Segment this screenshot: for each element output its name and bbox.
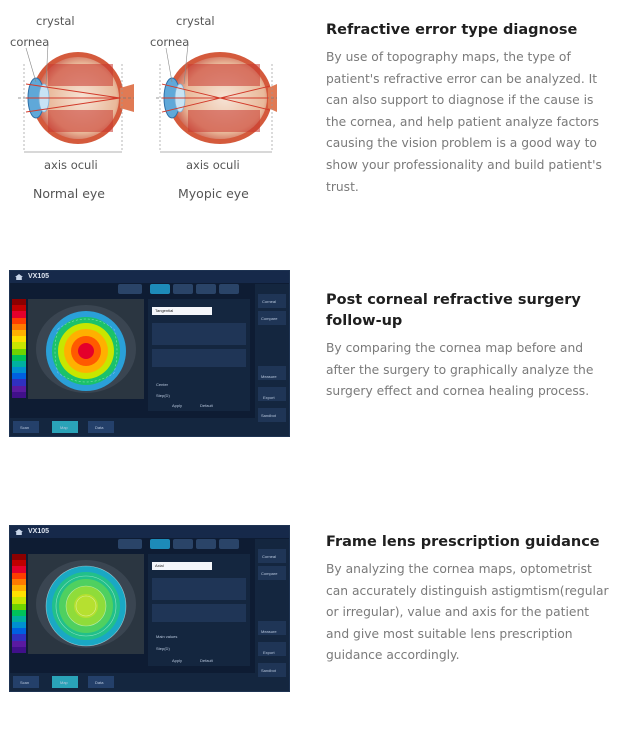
corneal-button[interactable]: Corneal bbox=[262, 299, 277, 304]
axial-map-graphic bbox=[28, 554, 144, 654]
section1-heading: Refractive error type diagnose bbox=[326, 22, 578, 38]
section1-text: Refractive error type diagnose By use of… bbox=[326, 20, 616, 198]
compare-button[interactable]: Compare bbox=[261, 316, 278, 321]
color-scale bbox=[12, 299, 26, 398]
device-titlebar: VX105 bbox=[10, 271, 289, 283]
myopic-eye-figure: crystal cornea axis oculi bbox=[148, 10, 278, 201]
corneal-map[interactable] bbox=[28, 299, 144, 399]
device-titlebar: VX105 bbox=[10, 526, 289, 538]
device-logo: VX105 bbox=[28, 273, 50, 280]
measure-button[interactable]: Measure bbox=[261, 374, 277, 379]
export-button[interactable]: Export bbox=[263, 650, 275, 655]
section-refractive-error: crystal cornea axis oculi bbox=[0, 0, 632, 210]
default-button[interactable]: Default bbox=[200, 658, 213, 663]
data-button[interactable]: Data bbox=[95, 680, 104, 685]
crystal-label: crystal bbox=[36, 14, 75, 28]
map-settings-panel: Axial Main values Step(D) Apply Default bbox=[148, 554, 250, 666]
tab-3[interactable] bbox=[196, 539, 216, 549]
home-icon bbox=[15, 529, 23, 535]
compare-button[interactable]: Compare bbox=[261, 571, 278, 576]
data-button[interactable]: Data bbox=[95, 425, 104, 430]
normal-eye-figure: crystal cornea axis oculi bbox=[8, 10, 138, 201]
home-icon bbox=[15, 274, 23, 280]
map-settings-panel: Tangential Center Step(D) Apply Default bbox=[148, 299, 250, 411]
sandbot-button[interactable]: Sandbot bbox=[261, 413, 276, 418]
section-frame-lens: VX105 bbox=[0, 515, 632, 715]
scan-button[interactable]: Scan bbox=[20, 425, 30, 430]
device-tabbar bbox=[118, 284, 258, 295]
section3-heading: Frame lens prescription guidance bbox=[326, 534, 600, 550]
device-tabbar bbox=[118, 539, 258, 550]
scan-button[interactable]: Scan bbox=[20, 680, 30, 685]
myopic-eye-caption: Myopic eye bbox=[178, 186, 249, 201]
section2-heading: Post corneal refractive surgery follow-u… bbox=[326, 292, 581, 329]
apply-button[interactable]: Apply bbox=[172, 403, 183, 408]
history-tab[interactable] bbox=[118, 284, 142, 294]
export-button[interactable]: Export bbox=[263, 395, 275, 400]
section3-body: By analyzing the cornea maps, optometris… bbox=[326, 562, 609, 663]
center-label: Center bbox=[156, 382, 169, 387]
measure-button[interactable]: Measure bbox=[261, 629, 277, 634]
map-type-dropdown[interactable]: Axial bbox=[152, 562, 212, 570]
section-post-surgery: VX105 bbox=[0, 258, 632, 448]
default-button[interactable]: Default bbox=[200, 403, 213, 408]
myopic-eye-diagram bbox=[156, 44, 277, 153]
tab-3[interactable] bbox=[196, 284, 216, 294]
corneal-button[interactable]: Corneal bbox=[262, 554, 277, 559]
device-screenshot-tangential: VX105 bbox=[9, 270, 290, 437]
step-label: Step(D) bbox=[156, 393, 170, 398]
step-label: Step(D) bbox=[156, 646, 170, 651]
device-screenshot-axial: VX105 bbox=[9, 525, 290, 692]
normal-eye-diagram bbox=[18, 44, 134, 153]
device-bottom-bar: Scan Map Data bbox=[10, 673, 258, 691]
device-bottom-bar: Scan Map Data bbox=[10, 418, 258, 436]
normal-eye-caption: Normal eye bbox=[33, 186, 105, 201]
section2-body: By comparing the cornea map before and a… bbox=[326, 341, 594, 399]
tab-2[interactable] bbox=[173, 284, 193, 294]
cornea-label: cornea bbox=[150, 35, 190, 49]
tab-1[interactable] bbox=[150, 539, 170, 549]
section1-body: By use of topography maps, the type of p… bbox=[326, 50, 602, 194]
map-type-dropdown[interactable]: Tangential bbox=[152, 307, 212, 315]
tab-1[interactable] bbox=[150, 284, 170, 294]
axis-label: axis oculi bbox=[186, 158, 240, 172]
device-side-menu: Corneal Compare Measure Export Sandbot bbox=[255, 539, 289, 691]
apply-button[interactable]: Apply bbox=[172, 658, 183, 663]
tab-4[interactable] bbox=[219, 539, 239, 549]
tab-2[interactable] bbox=[173, 539, 193, 549]
map-button[interactable]: Map bbox=[60, 425, 68, 430]
section3-text: Frame lens prescription guidance By anal… bbox=[326, 532, 616, 667]
crystal-label: crystal bbox=[176, 14, 215, 28]
color-scale bbox=[12, 554, 26, 653]
main-values-label: Main values bbox=[156, 634, 178, 639]
map-button[interactable]: Map bbox=[60, 680, 68, 685]
axis-label: axis oculi bbox=[44, 158, 98, 172]
corneal-map[interactable] bbox=[28, 554, 144, 654]
device-logo: VX105 bbox=[28, 528, 50, 535]
device-side-menu: Corneal Compare Measure Export Sandbot bbox=[255, 284, 289, 436]
cornea-label: cornea bbox=[10, 35, 50, 49]
history-tab[interactable] bbox=[118, 539, 142, 549]
sandbot-button[interactable]: Sandbot bbox=[261, 668, 276, 673]
tab-4[interactable] bbox=[219, 284, 239, 294]
section2-text: Post corneal refractive surgery follow-u… bbox=[326, 290, 616, 403]
tangential-map-graphic bbox=[28, 299, 144, 399]
